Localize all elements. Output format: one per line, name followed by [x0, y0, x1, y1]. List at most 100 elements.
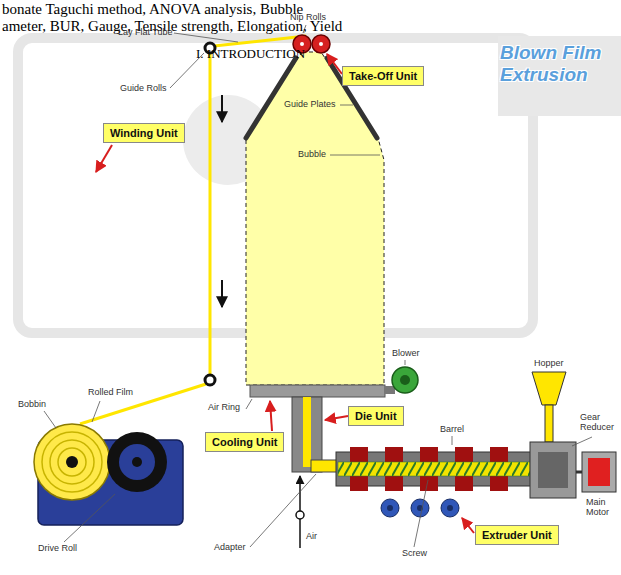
bubble — [246, 52, 384, 385]
hopper — [545, 405, 553, 442]
guide-plates — [246, 58, 296, 138]
barrel — [338, 462, 530, 476]
hopper — [532, 372, 566, 442]
guide-rolls — [205, 43, 215, 385]
leader-lines — [452, 436, 453, 445]
part-label: Guide Rolls — [120, 84, 167, 94]
cooling-fans — [447, 505, 453, 511]
die — [303, 397, 311, 467]
direction-arrows — [222, 95, 223, 307]
unit-pointers — [327, 54, 342, 74]
unit-pointers — [325, 416, 348, 420]
part-label: Nip Rolls — [290, 13, 326, 23]
part-label: Air — [306, 532, 317, 542]
part-label: Screw — [402, 549, 427, 559]
watermark — [498, 36, 621, 116]
winder — [107, 432, 167, 492]
part-label: Hopper — [534, 359, 564, 369]
winder — [34, 424, 110, 500]
winder — [66, 456, 78, 468]
direction-arrows — [221, 95, 223, 122]
gear-reducer — [538, 452, 568, 488]
die — [311, 460, 337, 472]
part-label: Air Ring — [208, 403, 240, 413]
unit-label: Winding Unit — [110, 127, 178, 139]
lay-flat-tube — [214, 36, 306, 46]
air-inlet — [296, 511, 304, 519]
leader-lines — [174, 33, 238, 42]
part-label: Lay Flat Tube — [118, 28, 173, 38]
unit-pointers — [462, 518, 474, 533]
winder — [34, 424, 183, 525]
unit-box: Take-Off Unit — [342, 66, 424, 86]
unit-label: Die Unit — [355, 410, 397, 422]
barrel — [336, 447, 531, 491]
part-label: Barrel — [440, 425, 464, 435]
cooling-fans — [441, 499, 459, 517]
body-text: bonate Taguchi method, ANOVA analysis, B… — [2, 1, 303, 18]
lay-flat-tube — [80, 36, 306, 424]
leader-lines — [44, 25, 592, 547]
lay-flat-tube — [80, 384, 206, 424]
leader-lines — [340, 105, 353, 106]
die — [292, 397, 337, 472]
cooling-fans — [381, 499, 459, 517]
air-ring — [250, 385, 395, 397]
winder — [50, 440, 94, 484]
unit-pointers — [96, 54, 474, 533]
hopper — [532, 372, 566, 405]
part-label: Gear Reducer — [580, 413, 618, 433]
unit-box: Cooling Unit — [205, 432, 284, 452]
leader-lines — [250, 474, 316, 547]
unit-label: Extruder Unit — [482, 529, 552, 541]
part-label: Drive Roll — [38, 544, 77, 554]
part-label: Adapter — [214, 543, 246, 553]
unit-label: Cooling Unit — [212, 436, 277, 448]
leader-lines — [405, 360, 406, 365]
winder — [119, 444, 155, 480]
part-label: Bubble — [298, 150, 326, 160]
leader-lines — [92, 401, 100, 422]
blower — [400, 375, 410, 385]
direction-arrows — [221, 280, 223, 307]
unit-box: Winding Unit — [103, 123, 185, 143]
unit-pointers — [96, 145, 112, 172]
air-inlet — [296, 476, 304, 548]
bubble — [246, 52, 384, 385]
nip-rolls — [300, 42, 304, 46]
leader-lines — [64, 494, 115, 542]
blower — [392, 367, 418, 393]
unit-box: Extruder Unit — [475, 525, 559, 545]
lay-flat-tube — [209, 53, 212, 375]
unit-box: Die Unit — [348, 406, 404, 426]
main-motor — [576, 471, 582, 474]
nip-rolls — [319, 42, 323, 46]
winder — [58, 448, 86, 476]
main-motor — [582, 452, 616, 492]
unit-label: Take-Off Unit — [349, 70, 417, 82]
guide-rolls — [205, 375, 215, 385]
leader-lines — [44, 411, 56, 428]
main-motor — [588, 458, 610, 486]
part-label: Main Motor — [586, 498, 620, 518]
leader-lines — [572, 437, 592, 446]
blower — [392, 367, 418, 393]
cooling-fans — [387, 505, 393, 511]
winder — [42, 432, 102, 492]
part-label: Guide Plates — [284, 100, 336, 110]
leader-lines — [330, 155, 380, 156]
cooling-fans — [411, 499, 429, 517]
unit-pointers — [270, 401, 272, 431]
leader-lines — [414, 480, 428, 547]
cooling-fans — [381, 499, 399, 517]
leader-lines — [246, 399, 252, 409]
gear-reducer — [530, 442, 576, 498]
winder — [132, 457, 142, 467]
part-label: Blower — [392, 349, 420, 359]
section-heading: I. INTRODUCTION — [196, 47, 305, 61]
gear-reducer — [530, 442, 576, 498]
part-label: Rolled Film — [88, 388, 133, 398]
diagram-title: Blown Film Extrusion — [500, 42, 618, 86]
air-ring — [250, 385, 385, 397]
